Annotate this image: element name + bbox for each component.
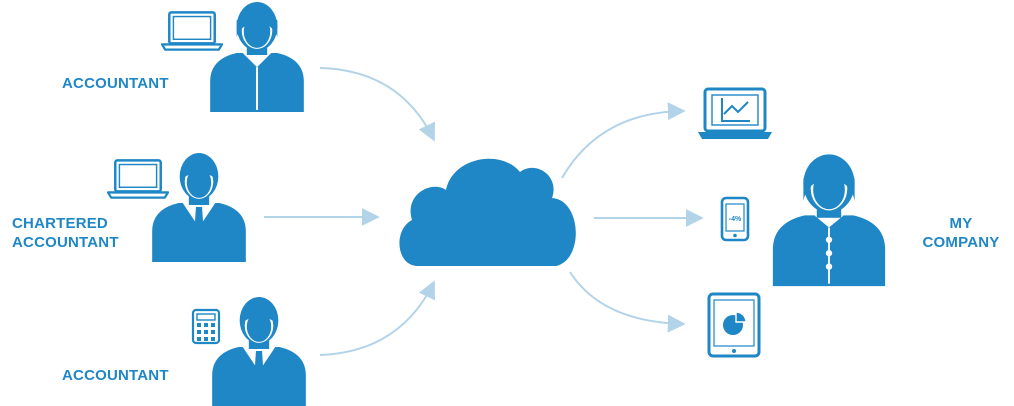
arrow-cloud-to-laptop xyxy=(561,102,686,179)
label-text: ACCOUNTANT xyxy=(62,75,169,92)
label-line-2: COMPANY xyxy=(922,234,1000,251)
smartphone-icon: -4% xyxy=(720,196,750,242)
label-accountant-bottom: ACCOUNTANT xyxy=(62,366,169,385)
laptop-icon xyxy=(161,11,223,51)
male-person-icon xyxy=(212,297,306,406)
node-my-company xyxy=(771,153,887,288)
arrow-accountant-bottom-to-cloud xyxy=(319,280,436,356)
laptop-icon xyxy=(107,159,169,199)
label-chartered-accountant: CHARTERED ACCOUNTANT xyxy=(12,214,119,252)
label-text: ACCOUNTANT xyxy=(62,367,169,384)
label-line-1: CHARTERED xyxy=(12,215,108,232)
cloud-icon xyxy=(399,158,576,266)
node-accountant-bottom xyxy=(191,297,306,406)
arrow-accountant-top-to-cloud xyxy=(319,67,436,142)
label-accountant-top: ACCOUNTANT xyxy=(62,74,169,93)
arrows xyxy=(264,67,704,356)
calculator-icon xyxy=(191,308,221,345)
arrow-cloud-to-tablet xyxy=(569,271,686,333)
node-accountant-top xyxy=(161,1,305,112)
male-person-icon xyxy=(152,153,246,262)
label-my-company: MY COMPANY xyxy=(912,214,1010,252)
laptop-chart-icon xyxy=(698,87,772,139)
female-person-icon xyxy=(209,1,305,112)
label-line-1: MY xyxy=(949,215,973,232)
node-chartered-accountant xyxy=(107,153,246,262)
tablet-pie-icon xyxy=(707,292,761,358)
label-line-2: ACCOUNTANT xyxy=(12,234,119,251)
company-person-icon xyxy=(771,153,887,288)
phone-screen-text: -4% xyxy=(729,216,742,223)
